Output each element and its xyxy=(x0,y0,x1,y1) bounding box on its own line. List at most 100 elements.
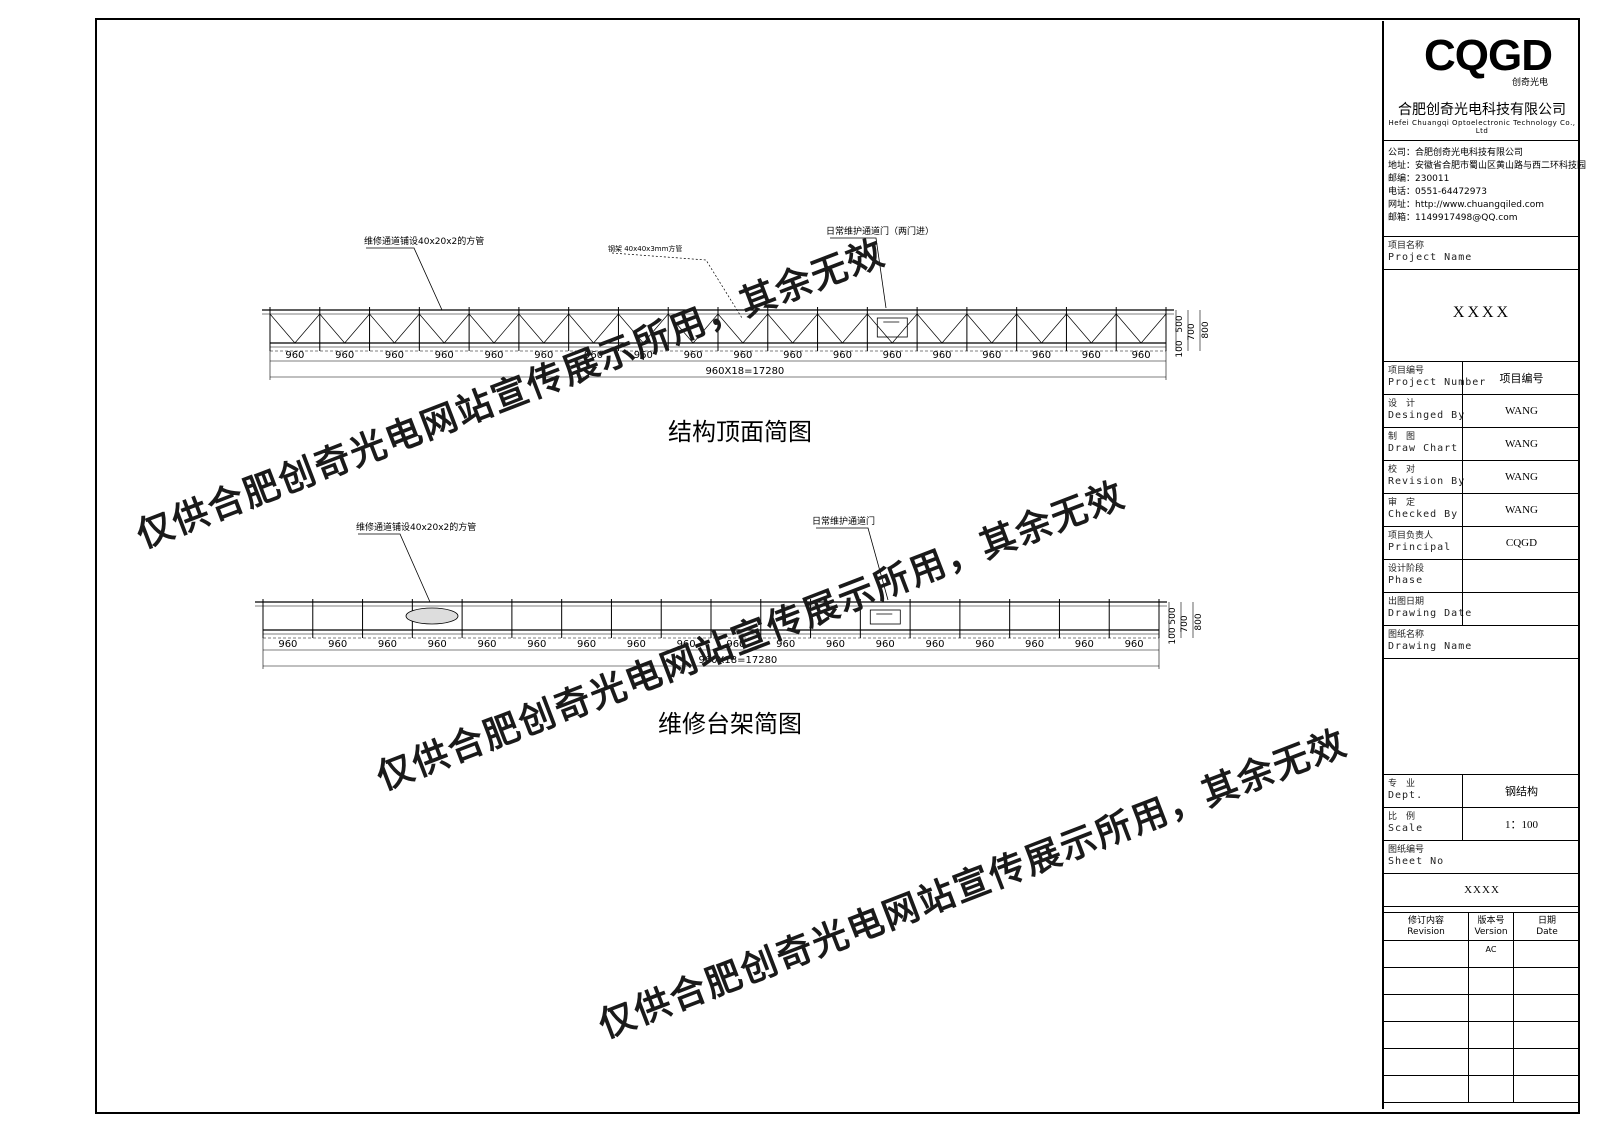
vertical-dim-label: 500 xyxy=(1168,607,1178,624)
truss-brace xyxy=(543,313,569,344)
bay-dim-label: 960 xyxy=(1132,350,1151,361)
bay-dim-label: 960 xyxy=(677,639,696,650)
logo-subtitle: 创奇光电 xyxy=(1512,78,1549,88)
truss-brace xyxy=(319,313,345,344)
bay-dim-label: 960 xyxy=(285,350,304,361)
title-block-value xyxy=(1462,593,1580,625)
truss-brace xyxy=(344,313,370,344)
bay-dim-label: 960 xyxy=(982,350,1001,361)
truss-brace xyxy=(742,313,769,344)
bay-dim-label: 960 xyxy=(378,639,397,650)
vertical-dim-label: 800 xyxy=(1201,321,1211,338)
contact-block: 公司：合肥创奇光电科技有限公司 地址：安徽省合肥市蜀山区黄山路与西二环科技园 邮… xyxy=(1384,141,1586,237)
truss-brace xyxy=(792,313,818,344)
truss-brace xyxy=(1066,313,1092,344)
contact-phone: 电话：0551-64472973 xyxy=(1388,187,1487,197)
bay-dim-label: 960 xyxy=(627,639,646,650)
truss-brace xyxy=(667,313,694,344)
bay-dim-label: 960 xyxy=(1125,639,1144,650)
maintenance-door xyxy=(876,317,908,338)
company-logo: CQGD xyxy=(1424,31,1553,80)
bay-dim-label: 960 xyxy=(726,639,745,650)
vertical-dim-label: 500 xyxy=(1175,315,1185,332)
title-block-value xyxy=(1462,560,1580,592)
bay-dim-label: 960 xyxy=(577,639,596,650)
truss-brace xyxy=(1041,313,1067,344)
bay-dim-label: 960 xyxy=(435,350,454,361)
bay-dim-label: 960 xyxy=(335,350,354,361)
walkway-leader xyxy=(366,247,443,311)
bay-dim-label: 960 xyxy=(484,350,503,361)
truss-brace xyxy=(817,313,843,344)
revision-row xyxy=(1384,968,1580,995)
revision-row: AC xyxy=(1384,941,1580,968)
view-title-top: 结构顶面简图 xyxy=(668,418,812,446)
vertical-dim-label: 100 xyxy=(1175,340,1185,357)
title-block-value: WANG xyxy=(1462,494,1580,526)
revision-row xyxy=(1384,995,1580,1022)
title-block-value: WANG xyxy=(1462,395,1580,427)
total-dim-label: 960X18=17280 xyxy=(705,366,784,377)
truss-brace xyxy=(643,313,669,344)
bay-dim-label: 960 xyxy=(1082,350,1101,361)
revision-row xyxy=(1384,1049,1580,1076)
truss-brace xyxy=(493,313,520,344)
truss-brace xyxy=(916,313,943,344)
truss-brace xyxy=(692,313,719,344)
bay-dim-label: 960 xyxy=(975,639,994,650)
truss-brace xyxy=(1016,313,1042,344)
maintenance-door xyxy=(869,609,901,625)
truss-brace xyxy=(842,313,868,344)
revision-row xyxy=(1384,1022,1580,1049)
door-note: 日常维护通道门 xyxy=(812,515,875,527)
bay-dim-label: 960 xyxy=(534,350,553,361)
door-leader xyxy=(830,237,887,309)
total-dim-label: 960X18=17280 xyxy=(698,655,777,666)
dept-value: 钢结构 xyxy=(1462,775,1580,807)
contact-web: 网址：http://www.chuangqiled.com xyxy=(1388,200,1545,210)
steel-note: 钢架 40x40x3mm方管 xyxy=(608,244,682,253)
title-block-value: WANG xyxy=(1462,428,1580,460)
bay-dim-label: 960 xyxy=(1032,350,1051,361)
project-name-value: XXXX xyxy=(1384,270,1580,362)
bay-dim-label: 960 xyxy=(883,350,902,361)
truss-brace xyxy=(867,313,893,344)
bay-dim-label: 960 xyxy=(925,639,944,650)
revision-row xyxy=(1384,1076,1580,1103)
title-block: CQGD 创奇光电 合肥创奇光电科技有限公司 Hefei Chuangqi Op… xyxy=(1382,21,1586,1109)
truss-brace xyxy=(443,313,470,344)
truss-brace xyxy=(294,313,321,344)
truss-brace xyxy=(1140,313,1167,344)
contact-address: 地址：安徽省合肥市蜀山区黄山路与西二环科技园 xyxy=(1388,161,1587,171)
bay-dim-label: 960 xyxy=(826,639,845,650)
truss-brace xyxy=(966,313,993,344)
bay-dim-label: 960 xyxy=(278,639,297,650)
company-logo-block: CQGD 创奇光电 合肥创奇光电科技有限公司 Hefei Chuangqi Op… xyxy=(1384,21,1580,141)
bay-dim-label: 960 xyxy=(385,350,404,361)
title-block-value: 项目编号 xyxy=(1462,362,1580,394)
drawing-frame xyxy=(95,18,1580,1114)
bay-dim-label: 960 xyxy=(684,350,703,361)
drawing-name-value xyxy=(1384,659,1580,775)
bay-dim-label: 960 xyxy=(776,639,795,650)
truss-brace xyxy=(618,313,644,344)
bay-dim-label: 960 xyxy=(1075,639,1094,650)
truss-brace xyxy=(419,313,445,344)
contact-email: 邮箱：1149917498@QQ.com xyxy=(1388,213,1518,223)
